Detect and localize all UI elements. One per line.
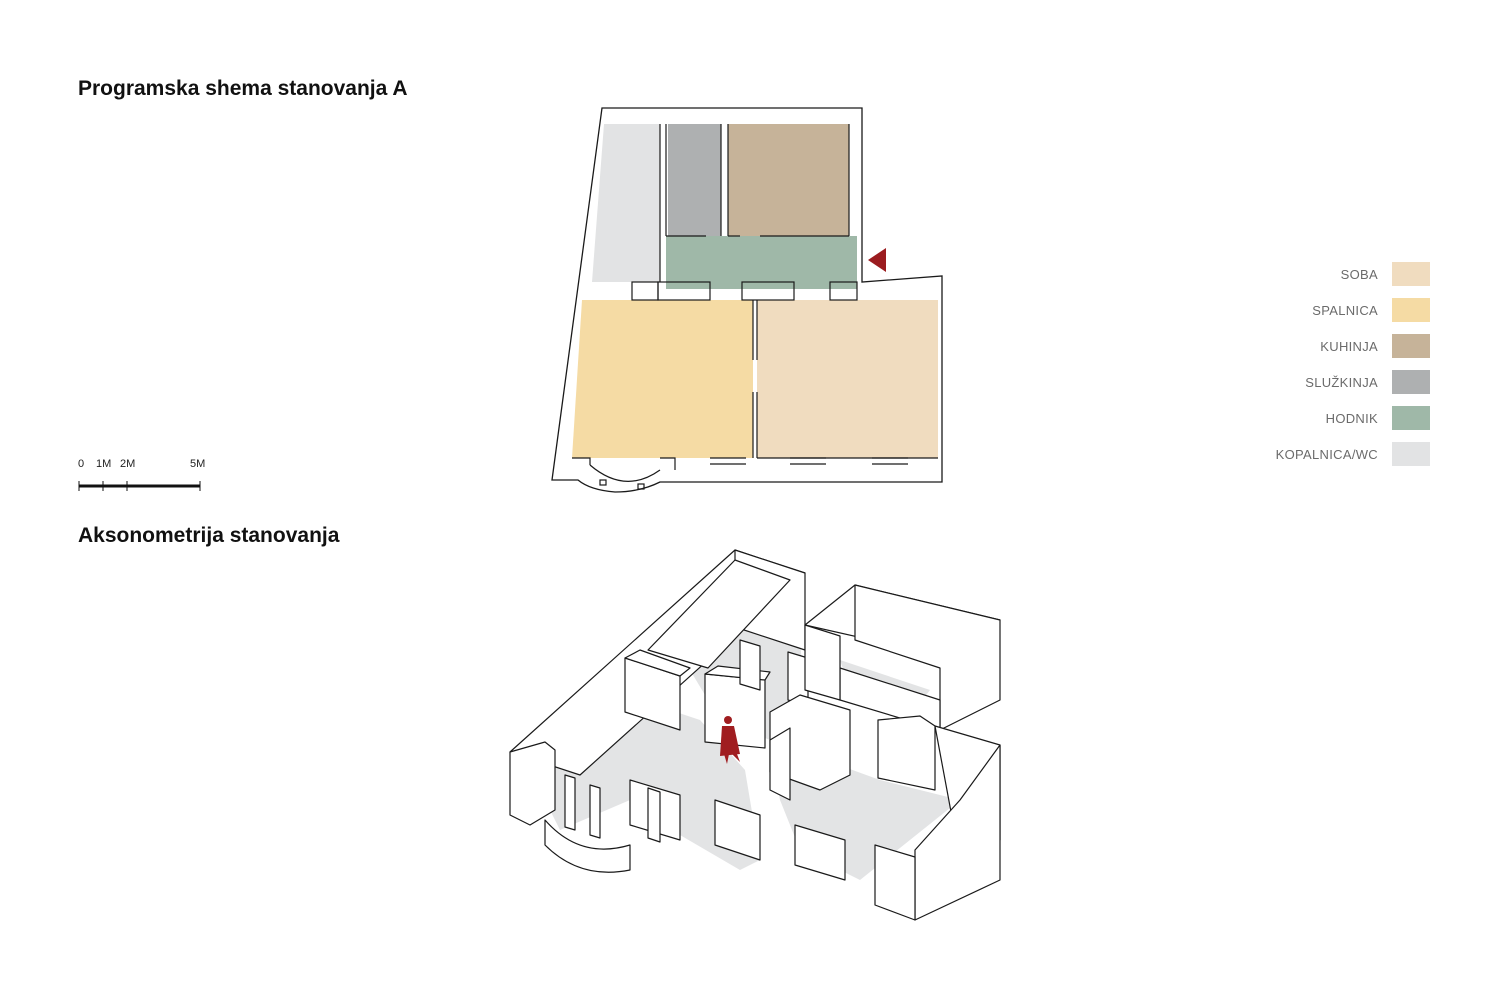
scale-label-1m: 1M bbox=[96, 458, 112, 470]
legend-item-hodnik: HODNIK bbox=[1230, 406, 1430, 430]
legend-swatch-sluzkinja bbox=[1392, 370, 1430, 394]
entrance-arrow-icon bbox=[868, 248, 886, 272]
legend-swatch-hodnik bbox=[1392, 406, 1430, 430]
legend: SOBA SPALNICA KUHINJA SLUŽKINJA HODNIK K… bbox=[1230, 262, 1430, 478]
scale-bar-graphic bbox=[78, 481, 201, 491]
scale-bar: 0 1M 2M 5M bbox=[78, 458, 218, 498]
legend-label: SLUŽKINJA bbox=[1305, 374, 1378, 390]
legend-swatch-kuhinja bbox=[1392, 334, 1430, 358]
legend-swatch-kopalnica-wc bbox=[1392, 442, 1430, 466]
person-figure-icon bbox=[720, 716, 740, 764]
room-kopalnica-wc bbox=[592, 124, 660, 282]
legend-item-kuhinja: KUHINJA bbox=[1230, 334, 1430, 358]
room-kuhinja bbox=[728, 124, 849, 236]
scale-label-5m: 5M bbox=[190, 458, 206, 470]
scale-label-0: 0 bbox=[78, 458, 85, 470]
legend-item-kopalnica-wc: KOPALNICA/WC bbox=[1230, 442, 1430, 466]
legend-item-soba: SOBA bbox=[1230, 262, 1430, 286]
legend-item-spalnica: SPALNICA bbox=[1230, 298, 1430, 322]
room-hodnik bbox=[666, 236, 857, 289]
legend-swatch-soba bbox=[1392, 262, 1430, 286]
plan-title: Programska shema stanovanja A bbox=[78, 77, 408, 100]
legend-label: SPALNICA bbox=[1312, 302, 1378, 318]
legend-label: KOPALNICA/WC bbox=[1275, 446, 1378, 462]
axonometric-title: Aksonometrija stanovanja bbox=[78, 524, 340, 547]
room-soba bbox=[757, 300, 938, 458]
legend-label: SOBA bbox=[1340, 266, 1378, 282]
room-spalnica bbox=[572, 300, 753, 458]
legend-swatch-spalnica bbox=[1392, 298, 1430, 322]
room-sluzkinja bbox=[668, 124, 721, 236]
legend-label: KUHINJA bbox=[1320, 338, 1378, 354]
legend-item-sluzkinja: SLUŽKINJA bbox=[1230, 370, 1430, 394]
plan-interior-walls bbox=[572, 124, 938, 490]
scale-label-2m: 2M bbox=[120, 458, 136, 470]
legend-label: HODNIK bbox=[1325, 410, 1378, 426]
axo-walls bbox=[509, 549, 1001, 921]
